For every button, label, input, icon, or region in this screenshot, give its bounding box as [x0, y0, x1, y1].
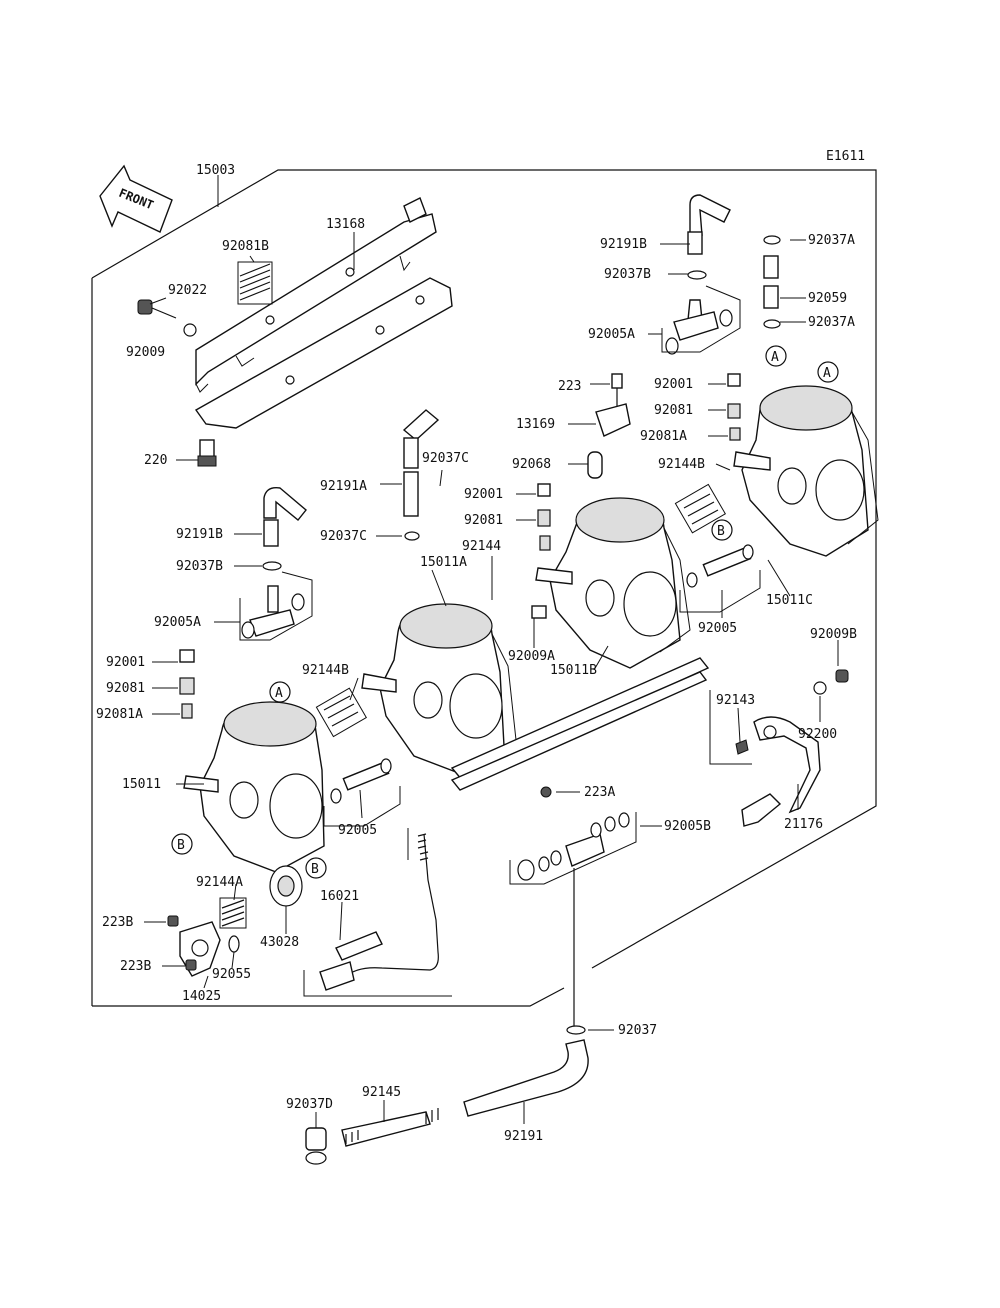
label-15011C: 15011C [766, 593, 813, 608]
hose-92145 [341, 1108, 439, 1147]
diaphragm-43028 [269, 865, 303, 907]
label-92144B: 92144B [658, 457, 705, 472]
label-223B: 223B [102, 915, 133, 930]
label-92001: 92001 [106, 655, 145, 670]
spring-92081B [237, 261, 273, 305]
label-92022: 92022 [168, 283, 207, 298]
label-223A: 223A [584, 785, 615, 800]
choke-cable-bracket [709, 669, 849, 827]
part-labels: 15003 13168 92081B 92022 92009 220 92191… [96, 163, 857, 1144]
label-92144A: 92144A [196, 875, 243, 890]
pipe-92005-left [323, 758, 401, 827]
label-92059: 92059 [808, 291, 847, 306]
label-92144: 92144 [462, 539, 501, 554]
label-223: 223 [558, 379, 581, 394]
label-43028: 43028 [260, 935, 299, 950]
label-92081A: 92081A [640, 429, 687, 444]
label-92081: 92081 [106, 681, 145, 696]
hose-92191A [402, 409, 440, 541]
label-15003: 15003 [196, 163, 235, 178]
label-92081A: 92081A [96, 707, 143, 722]
carburetor-15011C [733, 385, 879, 557]
hose-92191B-top [661, 194, 741, 355]
choke-cable-16021 [303, 828, 452, 997]
label-92068: 92068 [512, 457, 551, 472]
callout-b: B [717, 524, 725, 539]
screw-92009 [137, 299, 197, 337]
label-92037D: 92037D [286, 1097, 333, 1112]
carburetor-15011B [535, 451, 691, 669]
label-223B: 223B [120, 959, 151, 974]
label-92037C: 92037C [320, 529, 367, 544]
bolt-220 [197, 439, 217, 467]
label-92001: 92001 [464, 487, 503, 502]
label-92191A: 92191A [320, 479, 367, 494]
label-15011A: 15011A [420, 555, 467, 570]
hose-92059 [763, 235, 781, 329]
label-16021: 16021 [320, 889, 359, 904]
label-92001: 92001 [654, 377, 693, 392]
callout-a: A [771, 350, 779, 365]
label-92037: 92037 [618, 1023, 657, 1038]
label-21176: 21176 [784, 817, 823, 832]
label-15011: 15011 [122, 777, 161, 792]
label-92191B: 92191B [600, 237, 647, 252]
label-92005A: 92005A [154, 615, 201, 630]
label-92145: 92145 [362, 1085, 401, 1100]
label-92005: 92005 [698, 621, 737, 636]
spring-92144B-right [674, 483, 727, 534]
label-92081: 92081 [464, 513, 503, 528]
label-220: 220 [144, 453, 167, 468]
fuel-hose-92191 [463, 1025, 589, 1117]
label-92037A: 92037A [808, 233, 855, 248]
spring-92144A [219, 897, 247, 929]
label-92037A: 92037A [808, 315, 855, 330]
callout-a: A [275, 686, 283, 701]
label-92009A: 92009A [508, 649, 555, 664]
callout-b: B [177, 838, 185, 853]
pipe-92005-right [679, 544, 761, 613]
label-15011B: 15011B [550, 663, 597, 678]
label-92144B: 92144B [302, 663, 349, 678]
label-92191B: 92191B [176, 527, 223, 542]
front-arrow-icon: FRONT [99, 164, 173, 233]
label-92005A: 92005A [588, 327, 635, 342]
bracket-13168 [194, 197, 453, 429]
label-92191: 92191 [504, 1129, 543, 1144]
fuel-tee-92005B [509, 812, 637, 1030]
throttle-linkage-bar [450, 657, 710, 798]
clamp-92037D [305, 1127, 327, 1165]
label-92037B: 92037B [176, 559, 223, 574]
label-92037C: 92037C [422, 451, 469, 466]
label-92005: 92005 [338, 823, 377, 838]
label-92055: 92055 [212, 967, 251, 982]
label-13168: 13168 [326, 217, 365, 232]
carburetor-15011A [361, 603, 517, 773]
assembly-outline [91, 169, 877, 1007]
label-13169: 13169 [516, 417, 555, 432]
label-92200: 92200 [798, 727, 837, 742]
leader-lines [144, 232, 839, 1128]
label-14025: 14025 [182, 989, 221, 1004]
label-92081: 92081 [654, 403, 693, 418]
label-92081B: 92081B [222, 239, 269, 254]
label-92005B: 92005B [664, 819, 711, 834]
callout-b: B [311, 862, 319, 877]
spring-92144B-left [315, 687, 368, 738]
label-92143: 92143 [716, 693, 755, 708]
screws-right-column [179, 373, 741, 719]
label-92009: 92009 [126, 345, 165, 360]
label-92037B: 92037B [604, 267, 651, 282]
diagram-code: E1611 [826, 149, 865, 164]
pipe-92005A-left [239, 571, 313, 641]
label-92009B: 92009B [810, 627, 857, 642]
carburetor-15011 [183, 701, 325, 873]
callout-circles: A A B A B B [171, 345, 839, 879]
callout-a: A [823, 366, 831, 381]
hose-92191B-left [262, 487, 307, 571]
